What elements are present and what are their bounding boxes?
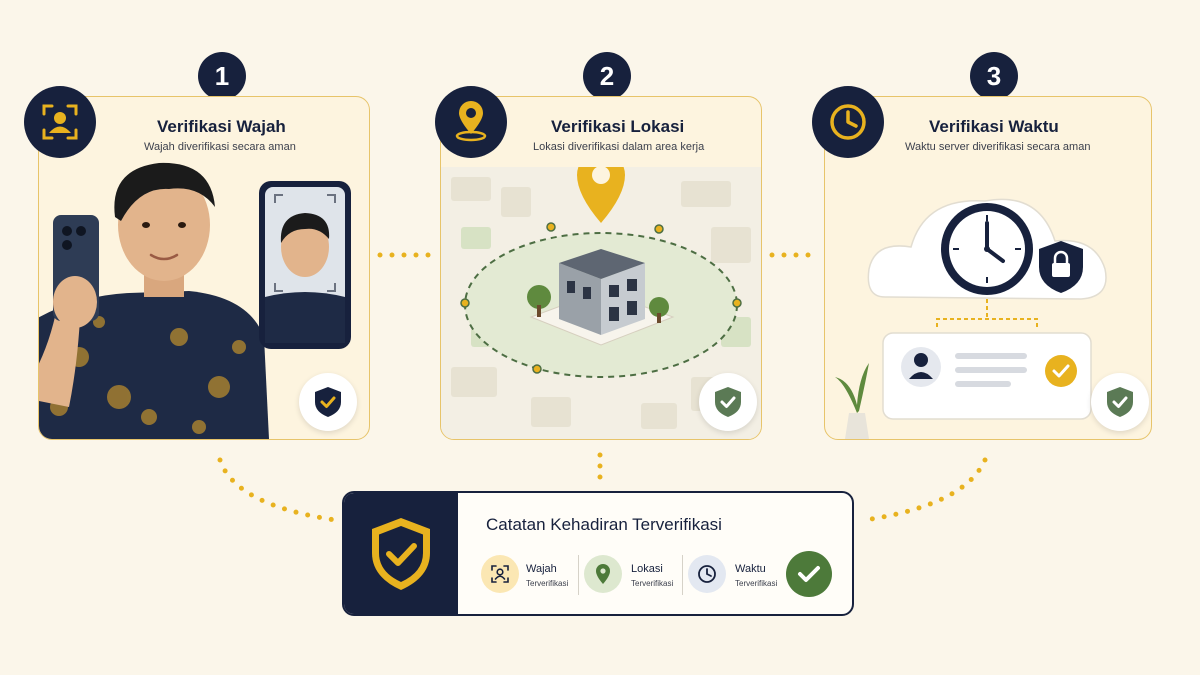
step-number-1: 1 [198,52,246,100]
clock-icon [688,555,726,593]
verified-shield-badge [699,373,757,431]
record-shield-panel [344,493,458,614]
time-verification-card: Verifikasi Waktu Waktu server diverifika… [824,96,1152,440]
record-item-label: Waktu [735,563,766,575]
clock-icon [812,86,884,158]
card-subtitle: Wajah diverifikasi secara aman [144,141,296,153]
shield-check-icon [1107,387,1133,417]
verified-check-icon [786,551,832,597]
record-item-status: Terverifikasi [735,579,778,588]
card-title: Verifikasi Lokasi [551,117,685,136]
attendance-record-panel: Catatan Kehadiran Terverifikasi Wajah Te… [342,491,854,616]
shield-check-icon [315,387,341,417]
location-pin-icon [435,86,507,158]
card-subtitle: Waktu server diverifikasi secara aman [905,141,1091,153]
record-title: Catatan Kehadiran Terverifikasi [486,515,722,534]
cloud-server-time-illustration [835,198,1107,439]
card-title: Verifikasi Waktu [929,117,1059,136]
record-item-label: Lokasi [631,563,663,575]
step-number-2: 2 [583,52,631,100]
shield-check-icon [715,387,741,417]
step-number-3: 3 [970,52,1018,100]
divider [682,555,683,595]
card-title: Verifikasi Wajah [157,117,286,136]
verified-shield-badge [299,373,357,431]
divider [578,555,579,595]
location-pin-icon [584,555,622,593]
person-selfie-illustration [39,162,351,439]
record-item-status: Terverifikasi [526,579,569,588]
face-verification-card: Verifikasi Wajah Wajah diverifikasi seca… [38,96,370,440]
record-item-label: Wajah [526,563,557,575]
shield-check-icon [372,518,430,590]
face-scan-icon [24,86,96,158]
face-scan-icon [481,555,519,593]
location-verification-card: Verifikasi Lokasi Lokasi diverifikasi da… [440,96,762,440]
verified-shield-badge [1091,373,1149,431]
record-item-status: Terverifikasi [631,579,674,588]
card-subtitle: Lokasi diverifikasi dalam area kerja [533,141,705,153]
